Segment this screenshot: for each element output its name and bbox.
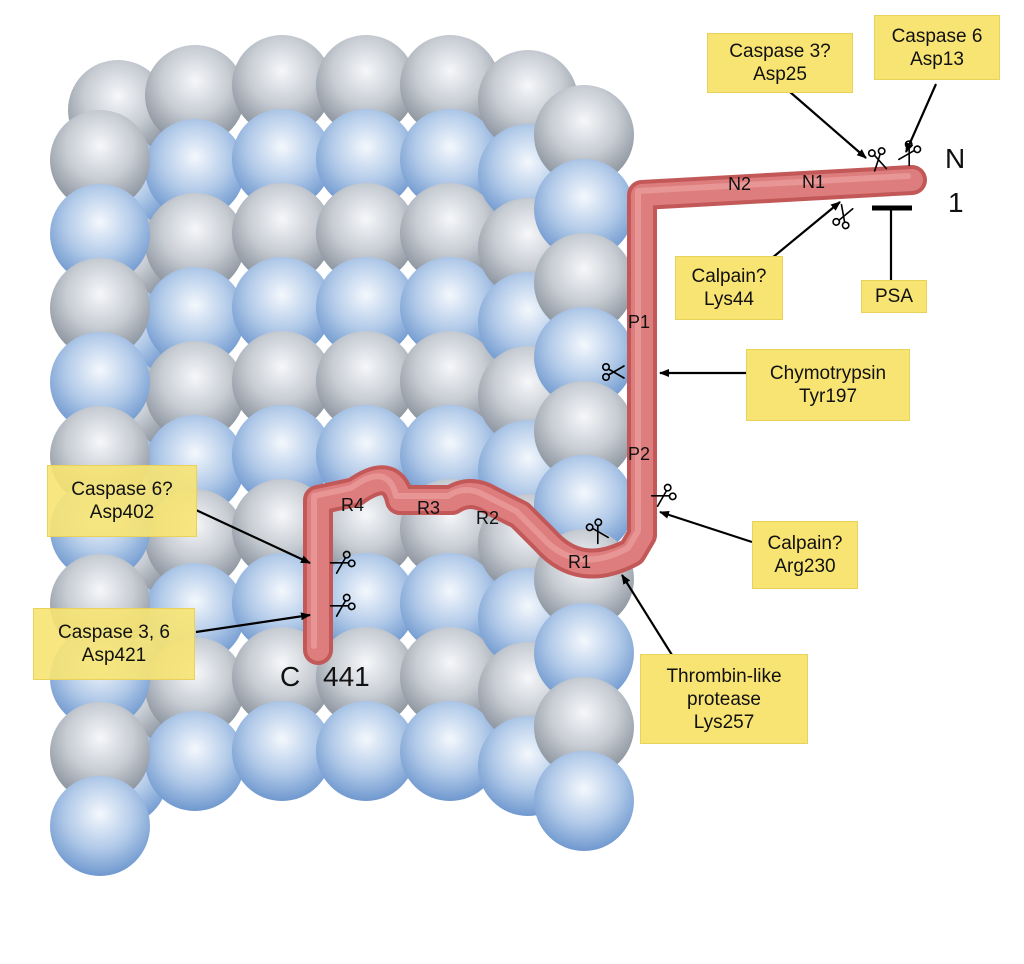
callout-line: Calpain? — [676, 265, 782, 288]
callout-line: Thrombin-like — [641, 665, 807, 688]
arrow-arg230 — [660, 512, 752, 542]
tubulin-subunit — [534, 751, 634, 851]
scissors-icon — [832, 204, 855, 230]
callout-line: Asp25 — [708, 63, 852, 86]
domain-label-r4: R4 — [341, 495, 364, 515]
callout-caspase6-asp13: Caspase 6 Asp13 — [874, 15, 1000, 80]
domain-label-p1: P1 — [628, 312, 650, 332]
callout-caspase3-asp25: Caspase 3? Asp25 — [707, 33, 853, 93]
microtubule — [50, 35, 634, 876]
callout-line: Caspase 3? — [708, 40, 852, 63]
callout-line: Asp402 — [48, 501, 196, 524]
callout-line: PSA — [862, 285, 926, 308]
callout-line: Arg230 — [753, 555, 857, 578]
callout-line: Tyr197 — [747, 385, 909, 408]
callout-line: Caspase 3, 6 — [34, 621, 194, 644]
c-terminus-label: C — [280, 661, 300, 692]
callout-line: Lys44 — [676, 288, 782, 311]
callout-line: Caspase 6? — [48, 478, 196, 501]
domain-label-n1: N1 — [802, 172, 825, 192]
callout-thrombin-lys257: Thrombin-like protease Lys257 — [640, 654, 808, 744]
callout-line: Caspase 6 — [875, 25, 999, 48]
domain-label-r2: R2 — [476, 508, 499, 528]
callout-line: protease — [641, 688, 807, 711]
domain-label-r3: R3 — [417, 498, 440, 518]
callout-chymotrypsin-tyr197: Chymotrypsin Tyr197 — [746, 349, 910, 421]
callout-calpain-arg230: Calpain? Arg230 — [752, 521, 858, 589]
c-terminus-number: 441 — [323, 661, 370, 692]
callout-line: Chymotrypsin — [747, 362, 909, 385]
tubulin-subunit — [50, 776, 150, 876]
callout-line: Asp13 — [875, 48, 999, 71]
callout-psa: PSA — [861, 280, 927, 313]
callout-line: Calpain? — [753, 532, 857, 555]
callout-line: Asp421 — [34, 644, 194, 667]
arrow-lys44 — [772, 202, 840, 258]
n-terminus-number: 1 — [948, 187, 964, 218]
domain-label-n2: N2 — [728, 174, 751, 194]
callout-caspase6-asp402: Caspase 6? Asp402 — [47, 465, 197, 537]
arrow-asp25 — [790, 92, 866, 158]
callout-caspase36-asp421: Caspase 3, 6 Asp421 — [33, 608, 195, 680]
callout-calpain-lys44: Calpain? Lys44 — [675, 256, 783, 320]
domain-label-p2: P2 — [628, 444, 650, 464]
callout-line: Lys257 — [641, 711, 807, 734]
tubulin-subunit — [145, 711, 245, 811]
domain-label-r1: R1 — [568, 552, 591, 572]
n-terminus-label: N — [945, 143, 965, 174]
